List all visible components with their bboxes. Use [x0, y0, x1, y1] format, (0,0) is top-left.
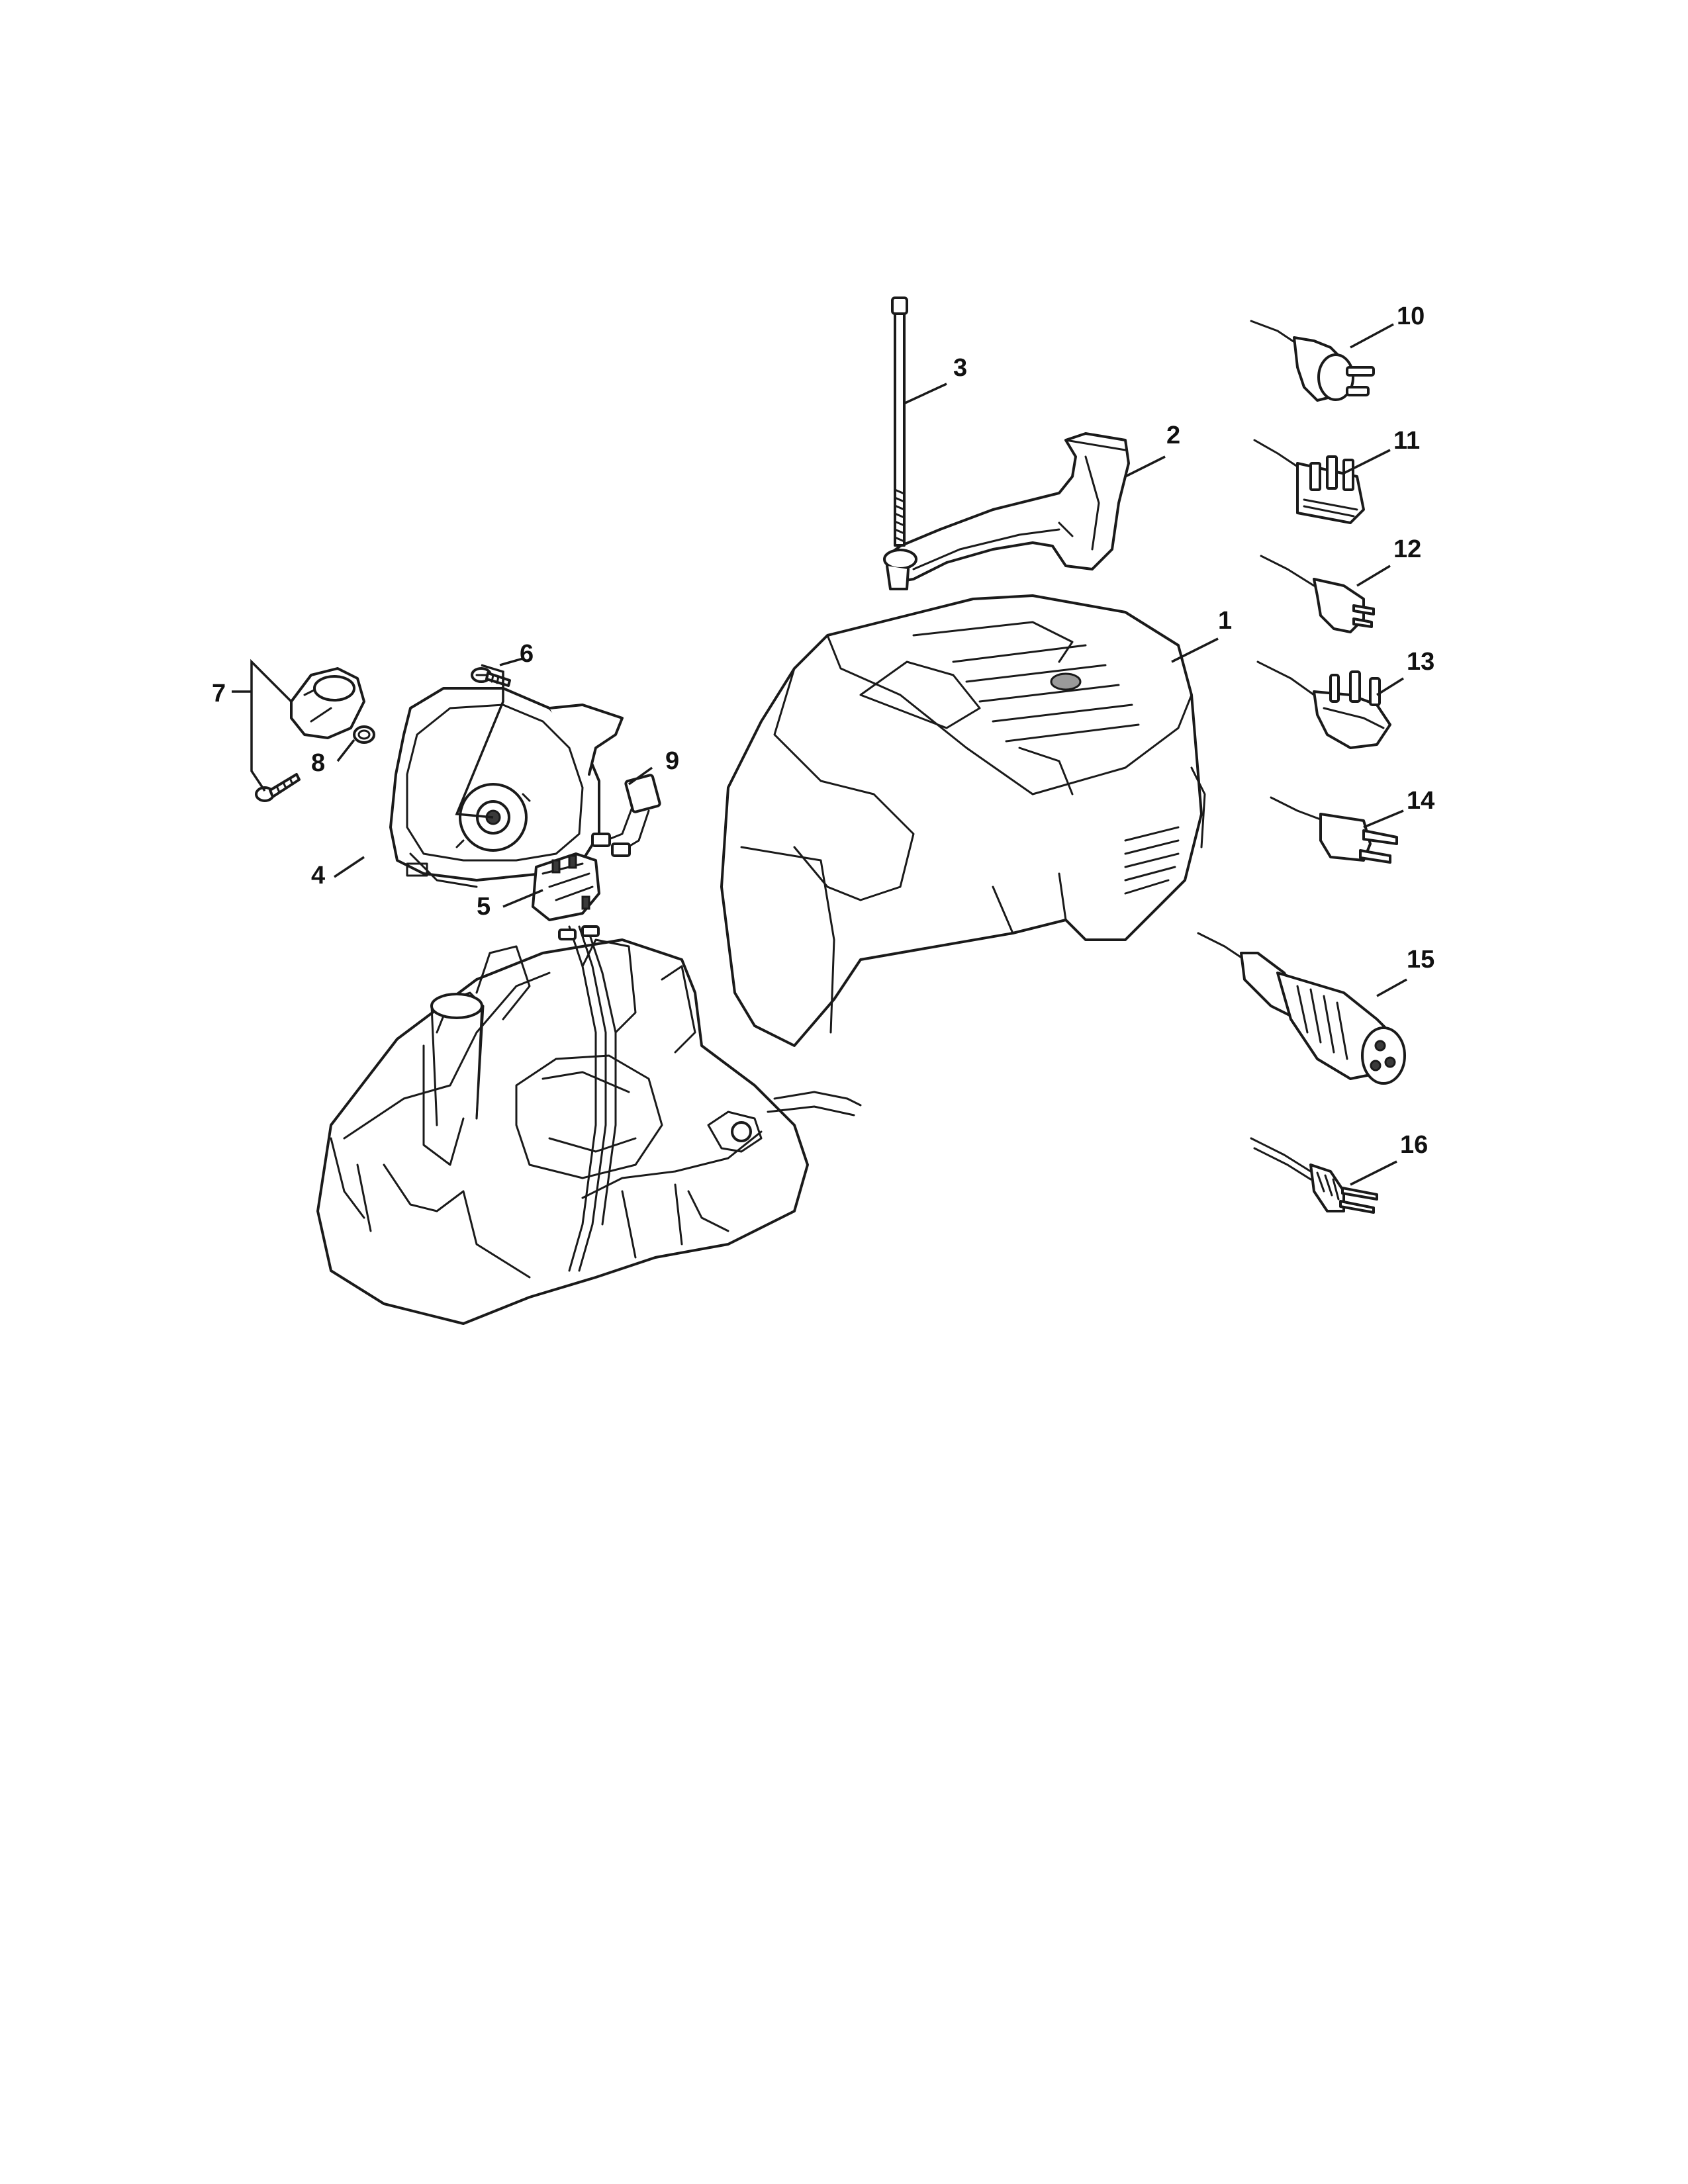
part-plug-11[interactable] — [1253, 439, 1365, 524]
part-o-ring[interactable] — [353, 725, 375, 744]
leader-14 — [1363, 809, 1404, 829]
leader-11 — [1343, 449, 1391, 475]
part-screw-long[interactable] — [255, 773, 301, 802]
leader-16 — [1350, 1160, 1397, 1186]
callout-12: 12 — [1393, 535, 1421, 563]
part-plug-12[interactable] — [1260, 555, 1375, 633]
callout-5: 5 — [477, 893, 491, 921]
leader-1 — [1171, 637, 1219, 663]
leader-12 — [1356, 565, 1391, 587]
callout-15: 15 — [1407, 946, 1434, 974]
leader-5 — [502, 889, 543, 908]
callout-10: 10 — [1397, 302, 1425, 330]
callout-3: 3 — [953, 354, 967, 382]
leader-7 — [250, 659, 293, 792]
callout-7: 7 — [212, 680, 226, 707]
part-knob[interactable] — [290, 667, 365, 739]
callout-8: 8 — [311, 749, 325, 777]
callout-6: 6 — [520, 640, 534, 668]
leader-10 — [1350, 323, 1394, 349]
leader-13 — [1376, 677, 1404, 696]
part-base-housing[interactable] — [316, 925, 862, 1325]
callout-1: 1 — [1218, 607, 1232, 635]
leader-3 — [903, 383, 947, 405]
callout-2: 2 — [1166, 422, 1180, 449]
part-plug-10[interactable] — [1250, 320, 1375, 402]
part-plug-14[interactable] — [1270, 796, 1398, 864]
leader-4 — [334, 856, 365, 878]
callout-16: 16 — [1400, 1131, 1428, 1159]
leader-8 — [336, 739, 355, 762]
leader-6b — [499, 657, 524, 666]
part-plug-15[interactable] — [1197, 932, 1406, 1085]
leader-2 — [1125, 455, 1166, 478]
leader-lines — [232, 323, 1407, 1186]
callout-11: 11 — [1393, 427, 1420, 455]
callout-13: 13 — [1407, 648, 1434, 676]
part-top-cover[interactable] — [720, 594, 1206, 1047]
leader-15 — [1376, 978, 1407, 997]
part-switch[interactable] — [532, 852, 600, 921]
part-cable-connector[interactable] — [591, 774, 661, 857]
part-plug-13[interactable] — [1256, 660, 1391, 749]
callout-labels: 1 2 3 4 5 6 7 8 9 10 11 12 13 14 15 16 — [212, 302, 1434, 1159]
leader-9 — [628, 766, 653, 786]
callout-9: 9 — [665, 747, 679, 775]
part-control-panel[interactable] — [389, 687, 624, 888]
leader-6a — [455, 664, 504, 819]
part-handle[interactable] — [883, 432, 1130, 590]
part-plug-16[interactable] — [1250, 1137, 1378, 1214]
callout-14: 14 — [1407, 787, 1434, 815]
part-bolt[interactable] — [891, 296, 908, 547]
callout-4: 4 — [311, 862, 325, 889]
